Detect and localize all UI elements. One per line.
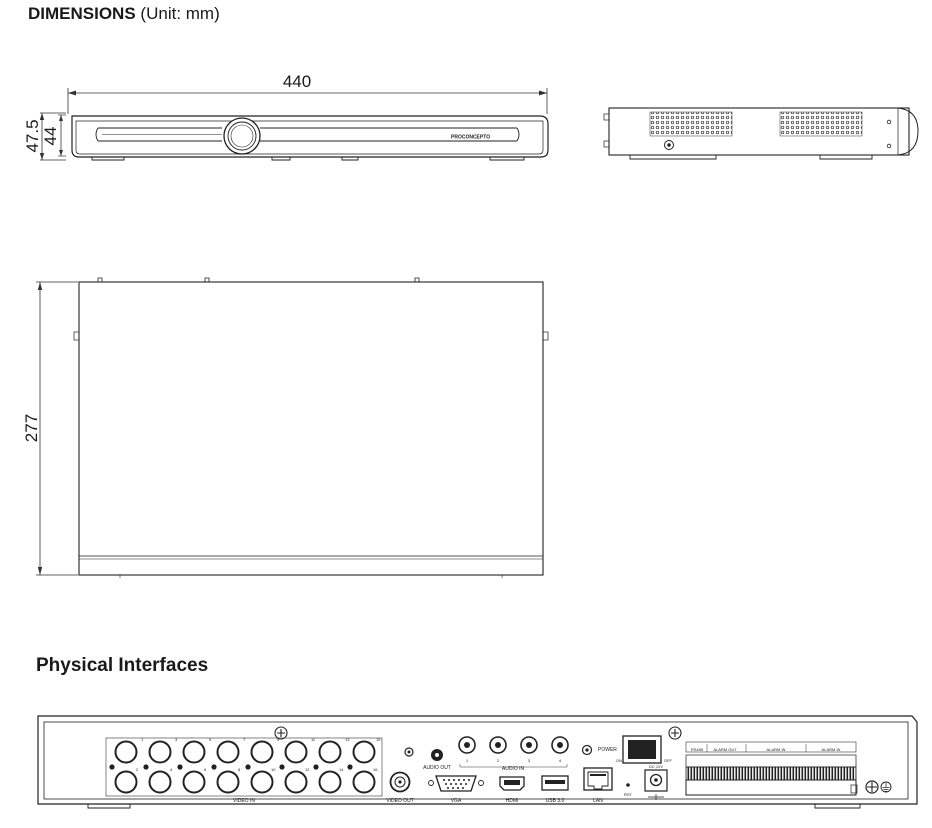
total-height-label: 47.5 — [23, 119, 42, 152]
video-in-number-6: 6 — [204, 767, 207, 772]
audio-in-number-2: 2 — [497, 758, 500, 763]
video-in-number-5: 5 — [209, 737, 212, 742]
video-in-label: VIDEO IN — [233, 798, 255, 804]
front-view: 440 47.5 44 PROCONCEPTO — [23, 72, 549, 161]
power-switch-on-label: ON — [616, 758, 622, 763]
ground-icon — [865, 780, 892, 794]
rear-screw-left-icon — [274, 726, 288, 740]
audio-in-connectors: 1 2 3 4 AUDIO IN — [458, 736, 569, 772]
video-out-label: VIDEO OUT — [386, 798, 414, 804]
audio-in-label: AUDIO IN — [502, 766, 525, 772]
audio-in-number-4: 4 — [559, 758, 562, 763]
audio-in-number-1: 1 — [466, 758, 469, 763]
usb-port: USB 3.0 — [541, 775, 569, 804]
lan-port: LAN — [583, 767, 613, 804]
video-in-number-7: 7 — [243, 737, 246, 742]
video-in-number-14: 14 — [339, 767, 344, 772]
video-in-number-13: 13 — [345, 737, 350, 742]
rear-screw-right-icon — [668, 726, 682, 740]
reset-button: RST — [624, 783, 633, 797]
video-in-number-16: 16 — [373, 767, 378, 772]
side-screw-icon — [664, 140, 674, 150]
audio-out-connector: AUDIO OUT — [423, 749, 451, 771]
lan-label: LAN — [593, 798, 603, 804]
hdmi-port: HDMI — [499, 776, 525, 804]
video-in-number-15: 15 — [376, 737, 381, 742]
video-in-number-3: 3 — [175, 737, 178, 742]
width-dimension-label: 440 — [283, 72, 311, 91]
front-brand-mark: PROCONCEPTO — [451, 135, 490, 141]
usb-label: USB 3.0 — [546, 798, 565, 804]
depth-dimension-label: 277 — [22, 414, 41, 442]
alarm-in-label-2: ALARM IN — [822, 747, 841, 752]
unit-label: (Unit: mm) — [140, 4, 220, 23]
audio-in-number-3: 3 — [528, 758, 531, 763]
alarm-terminals: RS485 ALARM OUT ALARM IN ALARM IN — [685, 741, 858, 796]
video-in-number-1: 1 — [141, 737, 144, 742]
dc-label: DC 12V — [649, 764, 663, 769]
video-out-connector: VIDEO OUT — [386, 771, 414, 804]
side-vent-left — [649, 111, 733, 137]
front-panel-body — [71, 115, 549, 158]
front-power-button — [223, 117, 261, 155]
rst-label: RST — [624, 792, 633, 797]
rs485-label: RS485 — [691, 747, 704, 752]
video-in-number-12: 12 — [305, 767, 310, 772]
side-view — [603, 107, 919, 160]
vga-label: VGA — [451, 798, 462, 804]
video-in-number-8: 8 — [238, 767, 241, 772]
dc-power-jack: DC 12V — [644, 764, 668, 800]
dimensions-title: DIMENSIONS — [28, 4, 136, 23]
side-vent-right — [779, 111, 863, 137]
video-in-number-4: 4 — [170, 767, 173, 772]
power-switch: ON OFF — [616, 735, 673, 764]
power-switch-off-label: OFF — [664, 758, 673, 763]
top-cover — [78, 281, 544, 576]
body-height-label: 44 — [41, 127, 60, 146]
video-in-connectors: 1 3 5 7 9 11 13 15 2 4 6 8 10 12 14 16 V… — [105, 737, 383, 804]
physical-interfaces-title: Physical Interfaces — [36, 655, 209, 676]
audio-out-label: AUDIO OUT — [423, 765, 451, 771]
vga-connector: VGA — [428, 775, 484, 804]
alarm-in-label-1: ALARM IN — [767, 747, 786, 752]
hdmi-label: HDMI — [506, 798, 519, 804]
video-in-number-11: 11 — [311, 737, 316, 742]
video-in-number-10: 10 — [271, 767, 276, 772]
dimensions-heading: DIMENSIONS (Unit: mm) — [28, 4, 220, 24]
power-label: POWER — [598, 747, 617, 753]
video-in-number-9: 9 — [277, 737, 280, 742]
top-view: 277 — [22, 277, 549, 578]
video-in-number-2: 2 — [136, 767, 139, 772]
alarm-out-label: ALARM OUT — [713, 747, 737, 752]
rear-panel: 1 3 5 7 9 11 13 15 2 4 6 8 10 12 14 16 V… — [37, 715, 918, 809]
